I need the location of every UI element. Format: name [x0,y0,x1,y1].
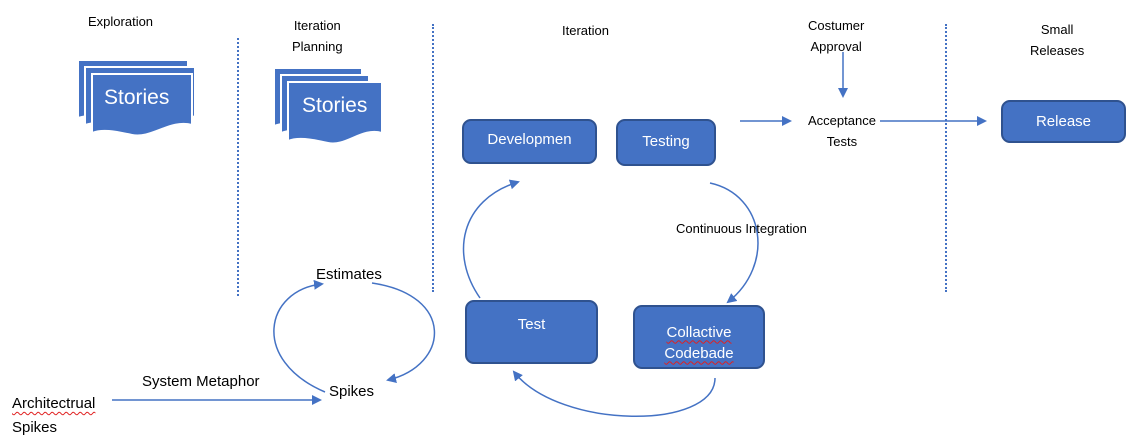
approval-line2: Approval [810,39,862,54]
phase-exploration-label: Exploration [88,14,154,29]
releases-line1: Small [1040,22,1074,37]
approval-line1: Costumer [808,18,865,33]
phase-planning-line1: Iteration [293,18,341,33]
continuous-integration-arrow [709,182,759,304]
phase-iteration-planning-label: Iteration Planning [292,15,343,57]
architectural-line1: Architectrual [12,395,96,412]
divider-exploration-planning [237,38,239,296]
acceptance-line1: Acceptance [808,113,876,128]
release-label: Release [1035,113,1092,130]
phase-iteration-label: Iteration [562,23,609,38]
spikes-label: Spikes [329,383,375,400]
test-to-development-arrow [462,179,520,299]
testing-box: Testing [616,119,716,166]
continuous-integration-label: Continuous Integration [676,221,807,236]
releases-line2: Releases [1030,43,1085,58]
phase-small-releases-label: Small Releases [1030,19,1084,61]
acceptance-line2: Tests [826,134,858,149]
system-metaphor-label: System Metaphor [142,373,260,390]
stories-exploration-shape [77,59,196,137]
estimates-to-spikes-arrow [371,282,436,383]
collective-codebase-box: Collactive Codebade [633,305,765,369]
development-label: Developmen [487,131,572,148]
diagram-connectors [112,52,987,417]
stories-exploration-label: Stories [104,86,170,109]
development-box: Developmen [462,119,597,164]
codebase-label: Codebade [664,344,734,362]
stories-planning-shape [273,67,383,145]
collective-label: Collactive [666,323,732,341]
divider-planning-iteration [432,24,434,292]
phase-planning-line2: Planning [292,39,343,54]
release-box: Release [1001,100,1126,143]
spikes-to-estimates-arrow [273,279,326,393]
divider-iteration-releases [945,24,947,292]
stories-planning-label: Stories [302,94,368,117]
phase-customer-approval-label: Costumer Approval [808,15,864,57]
acceptance-tests-label: Acceptance Tests [808,110,876,152]
test-box: Test [465,300,598,364]
estimates-label: Estimates [316,266,382,283]
testing-label: Testing [642,133,690,150]
test-label: Test [517,316,546,333]
collective-to-test-arrow [512,370,716,417]
